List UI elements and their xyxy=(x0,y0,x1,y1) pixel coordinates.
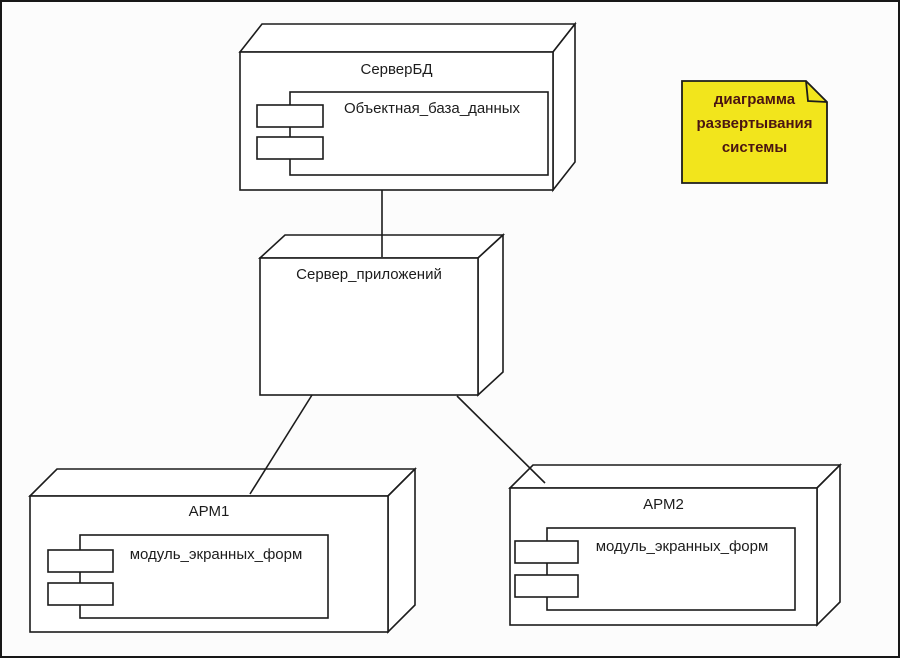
node-label-app-server: Сервер_приложений xyxy=(296,266,442,283)
note-line: системы xyxy=(721,139,788,156)
arm2-top-face xyxy=(508,464,842,489)
arm1-component-tab-icon xyxy=(47,582,114,606)
arm1-top-face xyxy=(28,468,417,497)
serverdb-component-rect xyxy=(289,91,549,176)
node-arm1 xyxy=(28,467,417,634)
node-serverdb xyxy=(238,21,577,193)
connector-appserver-arm1 xyxy=(249,394,313,495)
node-arm2 xyxy=(508,463,842,627)
note-text: диаграмма развертывания системы xyxy=(682,88,827,160)
connector-appserver-arm2 xyxy=(456,395,546,484)
node-label-arm1: АРМ1 xyxy=(188,503,230,520)
component-label-object-db: Объектная_база_данных xyxy=(343,100,521,117)
app-server-right-face xyxy=(477,233,504,397)
component-label-screen-forms-2: модуль_экранных_форм xyxy=(595,538,769,555)
serverdb-top-face xyxy=(238,23,577,53)
node-app-server xyxy=(257,233,506,397)
serverdb-component-tab-icon xyxy=(256,104,324,128)
arm1-right-face xyxy=(387,467,416,634)
serverdb-right-face xyxy=(552,21,576,193)
note xyxy=(681,80,828,184)
arm2-component-tab-icon xyxy=(514,574,579,598)
arm1-component-tab-icon xyxy=(47,549,114,573)
node-label-serverdb: СерверБД xyxy=(360,61,433,78)
app-server-front-face xyxy=(259,257,479,396)
note-line: диаграмма xyxy=(713,91,796,108)
component-label-screen-forms-1: модуль_экранных_форм xyxy=(129,546,303,563)
arm2-component-tab-icon xyxy=(514,540,579,564)
note-shape xyxy=(681,80,828,184)
serverdb-component-tab-icon xyxy=(256,136,324,160)
note-fold-corner-icon xyxy=(805,80,828,103)
node-label-arm2: АРМ2 xyxy=(643,496,684,513)
arm2-right-face xyxy=(816,463,841,627)
arm2-component-rect xyxy=(546,527,796,611)
note-line: развертывания xyxy=(696,115,813,132)
arm1-component-rect xyxy=(79,534,329,619)
